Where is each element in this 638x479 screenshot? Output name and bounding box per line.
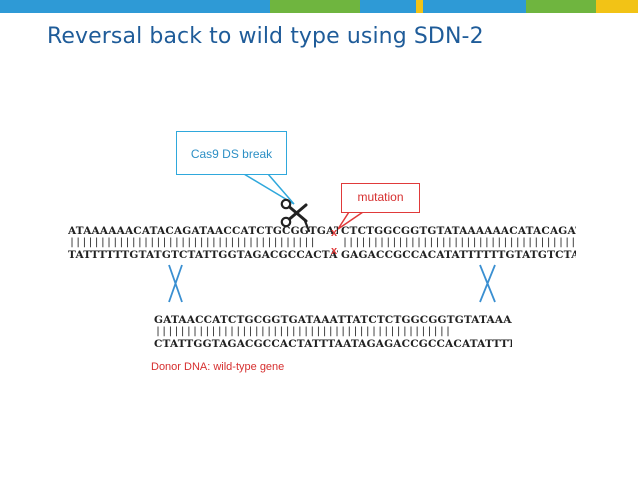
slide-title: Reversal back to wild type using SDN-2 xyxy=(47,24,484,49)
top-color-bar xyxy=(0,0,638,13)
mutation-mark-bottom: x xyxy=(331,245,338,257)
top-bar-segment xyxy=(416,0,423,13)
top-bar-segment xyxy=(176,0,270,13)
genome-bottom-strand-right: GAGACCGCCACATATTTTTTGTATGTCTATTGGTA xyxy=(341,249,576,261)
genome-top-strand-left: ATAAAAAACATACAGATAACCATCTGCGGTGATAAATTA xyxy=(68,225,338,237)
top-bar-segment xyxy=(596,0,638,13)
genome-pairing-left: |||||||||||||||||||||||||||||||||||||||| xyxy=(69,237,316,248)
scissors-icon xyxy=(280,198,311,233)
donor-bottom-strand: CTATTGGTAGACGCCACTATTTAATAGAGACCGCCACATA… xyxy=(154,338,512,350)
crossover-right-icon xyxy=(479,264,496,303)
mutation-mark-top: x xyxy=(331,227,338,239)
top-bar-segment xyxy=(526,0,596,13)
genome-top-strand-right: CTCTGGCGGTGTATAAAAAACATACAGATAACCAT xyxy=(341,225,576,237)
top-bar-segment xyxy=(0,0,176,13)
top-bar-segment xyxy=(270,0,360,13)
top-bar-segment xyxy=(423,0,526,13)
genome-bottom-strand-left: TATTTTTTGTATGTCTATTGGTAGACGCCACTATTTAAT xyxy=(68,249,338,261)
donor-label: Donor DNA: wild-type gene xyxy=(151,361,285,373)
cas9-callout: Cas9 DS break xyxy=(176,131,287,175)
top-bar-segment xyxy=(360,0,416,13)
donor-pairing: ||||||||||||||||||||||||||||||||||||||||… xyxy=(155,326,452,337)
mutation-callout: mutation xyxy=(341,183,420,213)
donor-top-strand: GATAACCATCTGCGGTGATAAATTATCTCTGGCGGTGTAT… xyxy=(154,314,512,326)
genome-pairing-right: |||||||||||||||||||||||||||||||||||||| xyxy=(342,237,574,248)
crossover-left-icon xyxy=(168,264,183,303)
